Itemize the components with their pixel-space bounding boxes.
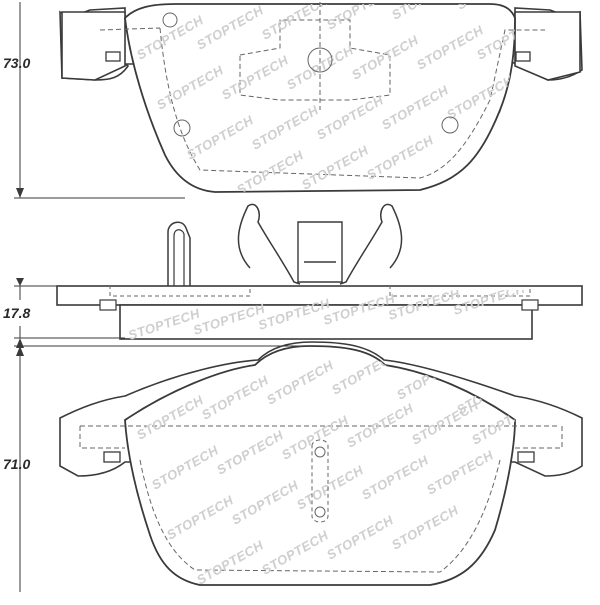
side-friction-block <box>119 304 533 340</box>
top-pad-dashed-boss <box>239 19 391 101</box>
top-pad-right-tab <box>515 51 531 62</box>
bottom-pad-dashed-inner <box>139 459 501 573</box>
dim-bottom-arrow-up <box>16 346 24 356</box>
dim-label-shim: 17.8 <box>3 305 31 321</box>
side-view-tab-left <box>99 299 117 311</box>
spring-left <box>237 203 301 285</box>
spring-right <box>339 203 403 285</box>
bottom-pad-friction-material <box>124 345 516 586</box>
side-view: STOPTECH STOPTECH STOPTECH STOPTECH STOP… <box>56 203 583 340</box>
dim-label-top-pad: 73.0 <box>3 55 31 71</box>
bottom-pad-slot-hole-top <box>314 446 326 458</box>
top-pad-hole-right <box>441 116 459 134</box>
bottom-pad-left-tab <box>103 451 121 463</box>
dim-label-bottom-pad: 71.0 <box>3 456 31 472</box>
side-view-tab-right <box>521 299 539 311</box>
side-view-dashed <box>109 285 531 297</box>
bottom-pad-slot <box>311 439 329 523</box>
wear-sensor-clip-inner <box>173 229 185 290</box>
dim-mid-arrow-down <box>16 278 24 286</box>
dimension-lines <box>14 2 300 592</box>
dim-mid-arrow-up <box>16 338 24 348</box>
top-pad: STOPTECH STOPTECH STOPTECH STOPTECH STOP… <box>59 2 583 193</box>
bottom-pad-slot-hole-bottom <box>314 506 326 518</box>
top-pad-dashed-contour <box>99 27 545 179</box>
top-pad-right-ear <box>514 11 581 81</box>
top-pad-hole-upper <box>162 12 178 28</box>
dim-top-arrow-down <box>16 188 24 198</box>
center-clip <box>297 221 343 283</box>
top-pad-hole-left <box>173 119 191 137</box>
bottom-pad-dashed-contour <box>79 425 563 449</box>
top-pad-left-ear <box>61 11 126 81</box>
bottom-pad: STOPTECH STOPTECH STOPTECH STOPTECH STOP… <box>59 341 583 586</box>
dimension-arrows <box>16 188 24 356</box>
top-pad-left-tab <box>105 51 121 62</box>
top-pad-hole-center <box>307 47 333 73</box>
bottom-pad-right-tab <box>517 451 535 463</box>
wear-sensor-clip <box>167 221 191 288</box>
